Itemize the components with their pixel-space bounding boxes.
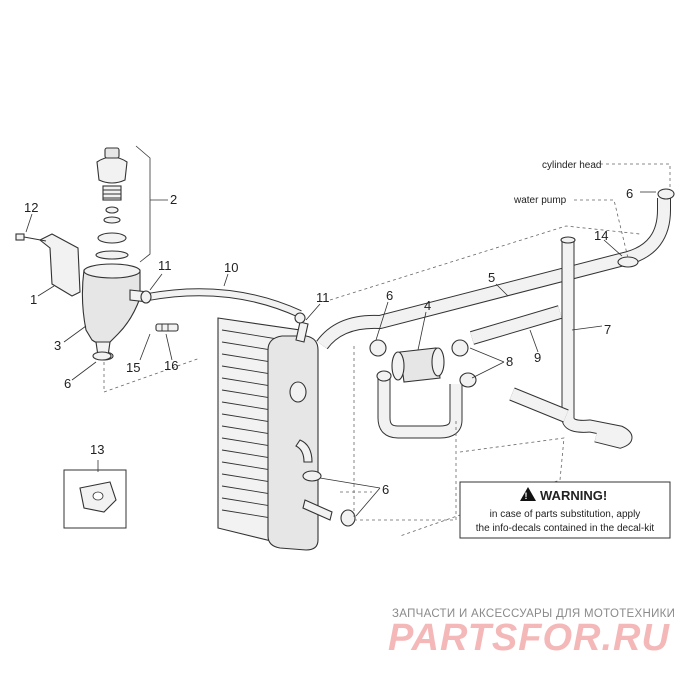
callout-5: 5 <box>488 270 495 285</box>
callout-6-pump: 6 <box>626 186 633 201</box>
water-pump-label: water pump <box>513 195 567 206</box>
callout-9: 9 <box>534 350 541 365</box>
lower-hose <box>377 376 463 439</box>
callout-11-radiator: 11 <box>316 290 330 305</box>
expansion-tank <box>81 147 149 361</box>
cylinder-head-label: cylinder head <box>542 160 601 171</box>
callout-6-thermostat: 6 <box>386 288 393 303</box>
warning-line-2: the info-decals contained in the decal-k… <box>476 523 655 534</box>
callout-2: 2 <box>170 192 177 207</box>
callout-4: 4 <box>424 298 431 313</box>
reference-lines <box>103 163 671 537</box>
watermark-brand: PARTSFOR.RU <box>388 617 670 659</box>
leader-lines <box>25 145 656 517</box>
callout-11-tank: 11 <box>158 258 172 273</box>
callout-1: 1 <box>30 292 37 307</box>
callout-6-tank: 6 <box>64 376 71 391</box>
warning-box: ! WARNING! in case of parts substitution… <box>459 481 671 539</box>
callout-7: 7 <box>604 322 611 337</box>
screw <box>15 233 47 242</box>
warning-title: WARNING! <box>540 488 607 503</box>
callout-14: 14 <box>594 228 608 243</box>
screw-16 <box>155 323 179 332</box>
callout-12: 12 <box>24 200 38 215</box>
watermark-tagline: ЗАПЧАСТИ И АКСЕССУАРЫ ДЛЯ МОТОТЕХНИКИ <box>392 608 675 620</box>
bracket <box>38 233 81 297</box>
callout-8: 8 <box>506 354 513 369</box>
callout-15: 15 <box>126 360 140 375</box>
callout-10: 10 <box>224 260 238 275</box>
clip-13 <box>63 469 127 529</box>
svg-text:!: ! <box>525 491 528 501</box>
watermark: ЗАПЧАСТИ И АКСЕССУАРЫ ДЛЯ МОТОТЕХНИКИ PA… <box>388 608 675 659</box>
radiator <box>217 317 333 551</box>
callouts: 2 12 1 3 6 11 10 11 15 16 13 6 4 5 7 9 8… <box>24 160 633 497</box>
callout-13: 13 <box>90 442 104 457</box>
callout-16: 16 <box>164 358 178 373</box>
thermostat <box>391 347 445 383</box>
warning-line-1: in case of parts substitution, apply <box>490 509 641 520</box>
clamps <box>92 188 675 527</box>
callout-6-radiator: 6 <box>382 482 389 497</box>
callout-3: 3 <box>54 338 61 353</box>
